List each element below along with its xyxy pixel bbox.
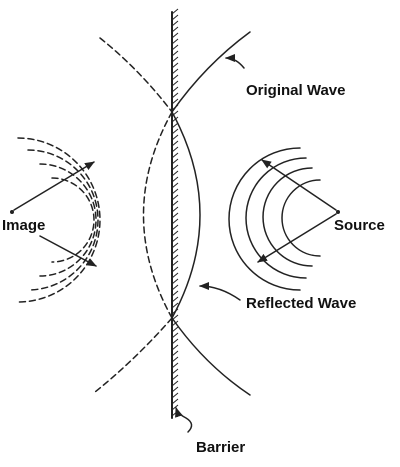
barrier-hatch xyxy=(171,242,179,249)
barrier-hatch xyxy=(171,350,179,357)
barrier-hatch xyxy=(171,56,179,63)
label-original-wave: Original Wave xyxy=(246,82,345,99)
barrier-hatch xyxy=(171,332,179,339)
barrier-hatch xyxy=(171,50,179,57)
barrier-hatch xyxy=(171,140,179,147)
barrier-hatch xyxy=(171,398,179,405)
image-point xyxy=(10,210,14,214)
barrier-hatch xyxy=(171,206,179,213)
barrier-hatch xyxy=(171,98,179,105)
barrier xyxy=(171,8,179,419)
barrier-hatch xyxy=(171,194,179,201)
barrier-hatch xyxy=(171,80,179,87)
reflected-wave-pointer xyxy=(199,282,241,301)
barrier-hatch xyxy=(171,362,179,369)
barrier-pointer xyxy=(175,407,193,433)
barrier-hatch xyxy=(171,272,179,279)
barrier-hatch xyxy=(171,170,179,177)
image-wavefronts xyxy=(17,137,101,303)
barrier-hatch xyxy=(171,44,179,51)
barrier-hatch xyxy=(171,224,179,231)
barrier-hatch xyxy=(171,320,179,327)
image-arrow-up xyxy=(13,161,95,211)
barrier-hatch xyxy=(171,182,179,189)
barrier-hatch xyxy=(171,260,179,267)
image-arrow-down xyxy=(39,235,97,267)
label-image: Image xyxy=(2,217,45,234)
barrier-hatch xyxy=(171,278,179,285)
barrier-hatch xyxy=(171,74,179,81)
barrier-hatch xyxy=(171,302,179,309)
barrier-hatch xyxy=(171,122,179,129)
barrier-hatch xyxy=(171,380,179,387)
barrier-hatch xyxy=(171,392,179,399)
label-barrier: Barrier xyxy=(196,439,245,456)
source-point xyxy=(336,210,340,214)
barrier-hatch xyxy=(171,326,179,333)
barrier-hatch xyxy=(171,374,179,381)
barrier-hatch xyxy=(171,248,179,255)
barrier-hatch xyxy=(171,218,179,225)
barrier-hatch xyxy=(171,20,179,27)
source-arrow-down xyxy=(257,213,337,263)
barrier-hatch xyxy=(171,116,179,123)
barrier-hatch xyxy=(171,14,179,21)
original-wave-pointer xyxy=(225,54,245,69)
barrier-hatch xyxy=(171,236,179,243)
barrier-hatch xyxy=(171,158,179,165)
barrier-hatch xyxy=(171,188,179,195)
barrier-hatch xyxy=(171,68,179,75)
barrier-hatch xyxy=(171,92,179,99)
barrier-hatching xyxy=(171,8,179,417)
barrier-hatch xyxy=(171,128,179,135)
barrier-hatch xyxy=(171,230,179,237)
barrier-hatch xyxy=(171,86,179,93)
barrier-hatch xyxy=(171,344,179,351)
barrier-hatch xyxy=(171,200,179,207)
barrier-hatch xyxy=(171,212,179,219)
barrier-hatch xyxy=(171,32,179,39)
barrier-hatch xyxy=(171,254,179,261)
barrier-hatch xyxy=(171,296,179,303)
barrier-hatch xyxy=(171,176,179,183)
source-arrow-up xyxy=(261,159,337,211)
barrier-hatch xyxy=(171,338,179,345)
barrier-hatch xyxy=(171,62,179,69)
barrier-hatch xyxy=(171,368,179,375)
barrier-hatch xyxy=(171,146,179,153)
original-wave-virtual-upper xyxy=(99,37,173,113)
original-wave-virtual-lower xyxy=(94,317,173,393)
barrier-hatch xyxy=(171,386,179,393)
label-reflected-wave: Reflected Wave xyxy=(246,295,356,312)
original-wave-arc xyxy=(171,31,251,396)
barrier-hatch xyxy=(171,266,179,273)
barrier-hatch xyxy=(171,356,179,363)
barrier-hatch xyxy=(171,8,179,15)
reflected-wave-dashed-arc xyxy=(142,111,173,319)
barrier-hatch xyxy=(171,38,179,45)
label-source: Source xyxy=(334,217,385,234)
barrier-hatch xyxy=(171,290,179,297)
barrier-hatch xyxy=(171,164,179,171)
barrier-hatch xyxy=(171,152,179,159)
barrier-hatch xyxy=(171,26,179,33)
barrier-hatch xyxy=(171,284,179,291)
barrier-hatch xyxy=(171,404,179,411)
source-wavefronts xyxy=(228,147,321,291)
barrier-hatch xyxy=(171,134,179,141)
